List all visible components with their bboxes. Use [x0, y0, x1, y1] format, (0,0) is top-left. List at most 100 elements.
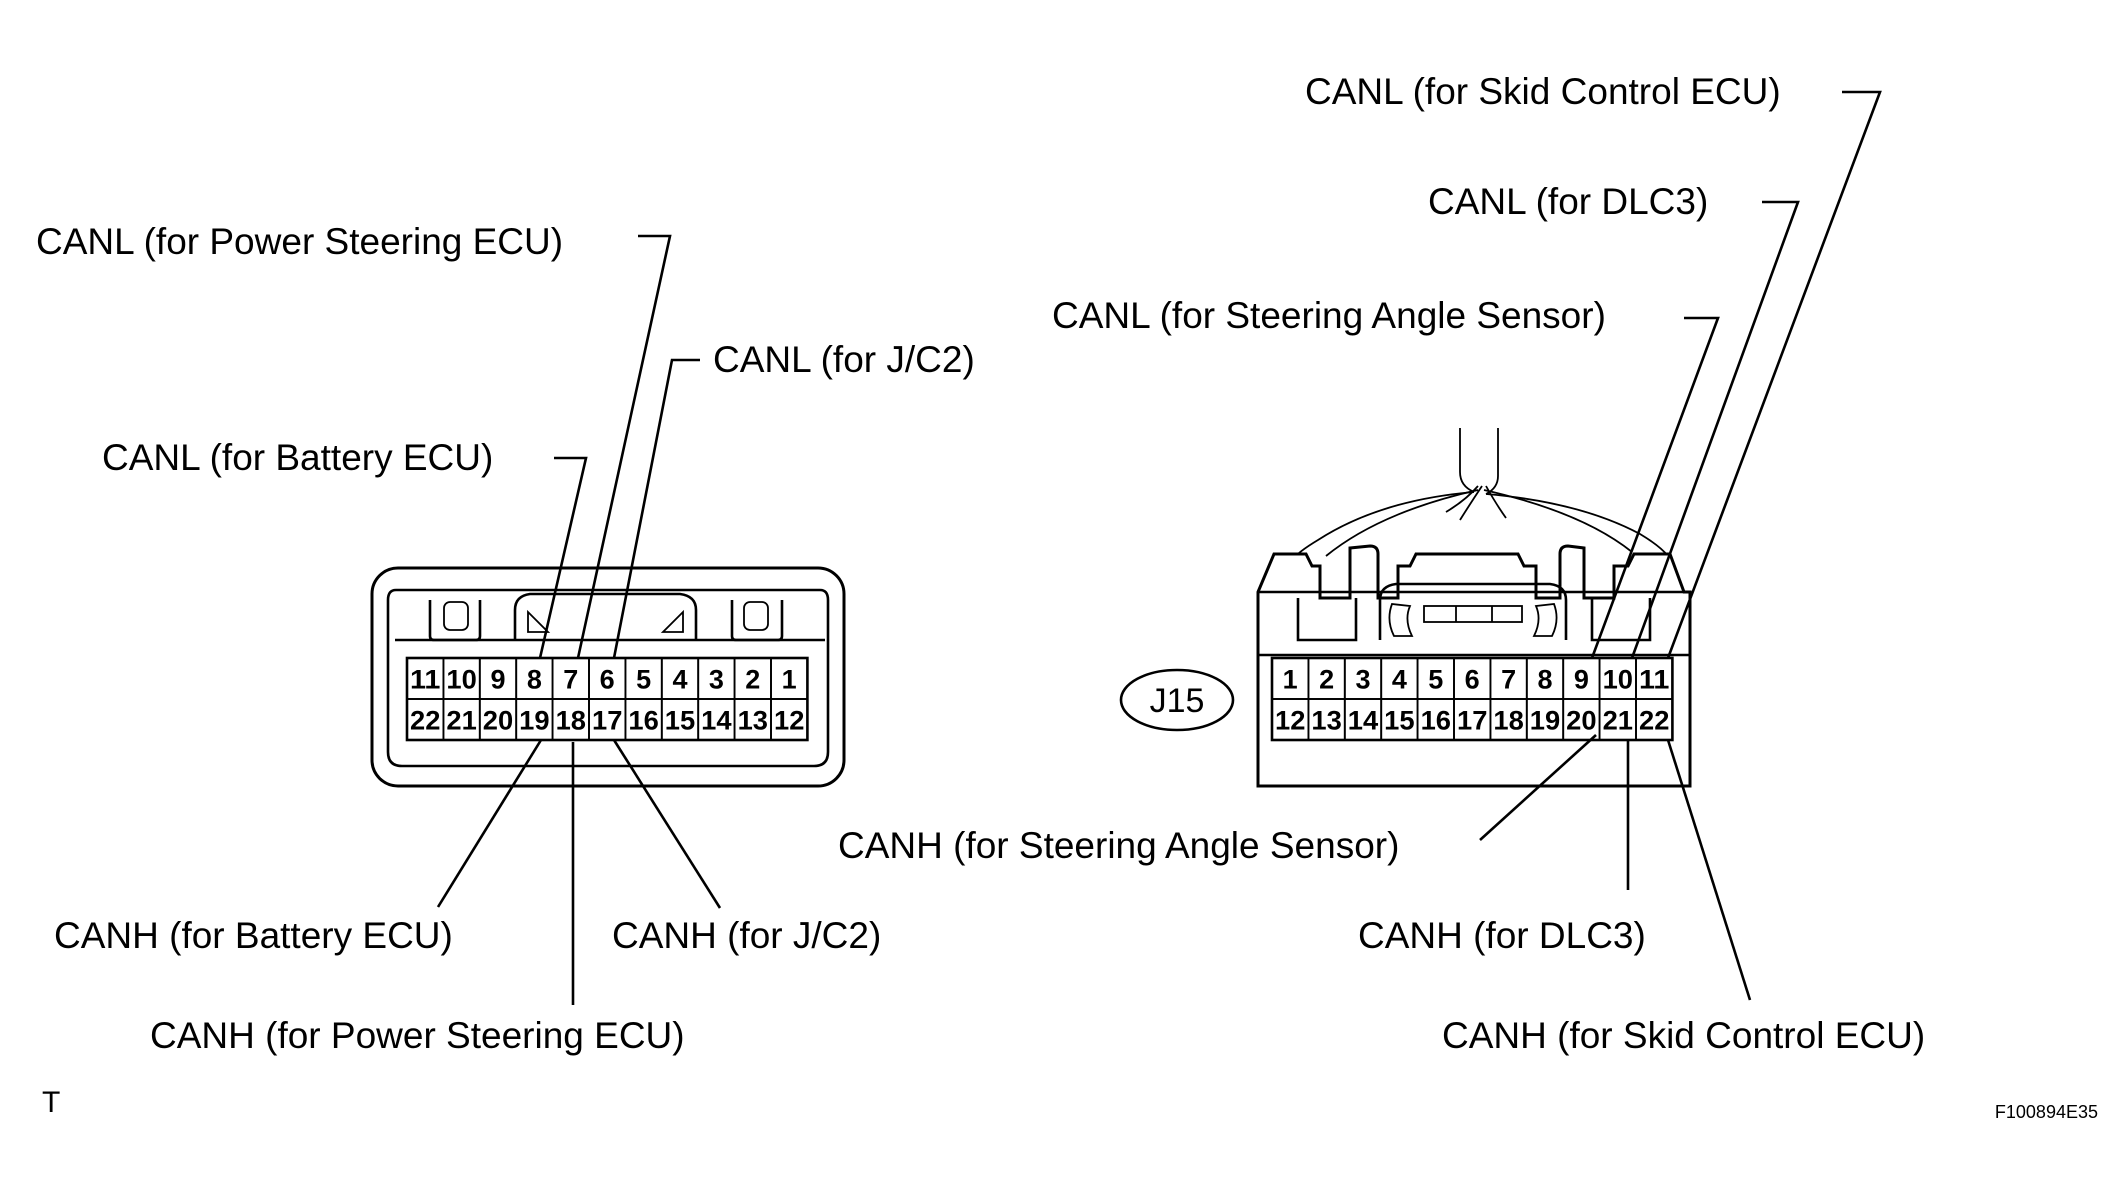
- harness-wire: [1459, 428, 1475, 493]
- right-connector-housing: [1256, 544, 1692, 788]
- left-pin-17: 17: [592, 706, 622, 736]
- right-callouts: CANL (for Skid Control ECU) CANL (for DL…: [838, 71, 1925, 1056]
- left-pin-20: 20: [483, 706, 513, 736]
- left-pin-15: 15: [665, 706, 695, 736]
- right-pin-19: 19: [1530, 706, 1560, 736]
- right-pin-16: 16: [1421, 706, 1451, 736]
- left-pin-9: 9: [490, 665, 505, 695]
- right-pin-20: 20: [1566, 706, 1596, 736]
- left-pin-cell: [770, 698, 809, 741]
- left-pin-19: 19: [519, 706, 549, 736]
- left-key-slot-left: [443, 601, 469, 631]
- right-pin-18: 18: [1493, 706, 1523, 736]
- harness-wire: [1483, 489, 1633, 553]
- right-pin-1: 1: [1283, 665, 1298, 695]
- left-callouts: CANL (for Power Steering ECU) CANL (for …: [36, 221, 975, 1056]
- left-pin-7: 7: [563, 665, 578, 695]
- harness-wire: [1291, 491, 1475, 561]
- leader-canh-skid: [1666, 739, 1752, 1001]
- leader-canl-dlc3: [1630, 200, 1800, 659]
- leader-canl-skid: [1666, 90, 1882, 659]
- left-connector-rim: [386, 588, 830, 768]
- label-canh-battery: CANH (for Battery ECU): [54, 915, 453, 956]
- left-pin-18: 18: [556, 706, 586, 736]
- left-pin-2: 2: [745, 665, 760, 695]
- right-pocket-right: [1590, 598, 1652, 642]
- right-pin-13: 13: [1311, 706, 1341, 736]
- harness-wire: [1445, 485, 1479, 513]
- left-pin-22: 22: [410, 706, 440, 736]
- leader-canl-jc2: [612, 358, 700, 659]
- left-pin-14: 14: [701, 706, 731, 736]
- label-canh-skid: CANH (for Skid Control ECU): [1442, 1015, 1925, 1056]
- label-canh-power-steering: CANH (for Power Steering ECU): [150, 1015, 685, 1056]
- right-latch-tab-right: [1532, 603, 1558, 637]
- label-canl-jc2: CANL (for J/C2): [713, 339, 975, 380]
- label-canl-power-steering: CANL (for Power Steering ECU): [36, 221, 563, 262]
- corner-mark: T: [42, 1086, 60, 1119]
- connector-name-tag: [1119, 668, 1235, 732]
- leader-canl-battery: [538, 456, 588, 659]
- label-canl-skid: CANL (for Skid Control ECU): [1305, 71, 1781, 112]
- label-canl-battery: CANL (for Battery ECU): [102, 437, 493, 478]
- right-pin-5: 5: [1428, 665, 1443, 695]
- left-connector-housing: [370, 566, 846, 788]
- left-latch-tab-right: [660, 609, 684, 633]
- right-pin-4: 4: [1392, 665, 1407, 695]
- right-pin-21: 21: [1603, 706, 1633, 736]
- label-canh-dlc3: CANH (for DLC3): [1358, 915, 1646, 956]
- right-pin-15: 15: [1384, 706, 1414, 736]
- left-pin-8: 8: [527, 665, 542, 695]
- left-pin-4: 4: [672, 665, 687, 695]
- left-pin-12: 12: [774, 706, 804, 736]
- right-pin-17: 17: [1457, 706, 1487, 736]
- left-pin-6: 6: [600, 665, 615, 695]
- right-pin-cell: [1635, 698, 1674, 741]
- left-pin-13: 13: [738, 706, 768, 736]
- label-canl-dlc3: CANL (for DLC3): [1428, 181, 1708, 222]
- right-pin-22: 22: [1639, 706, 1669, 736]
- right-pin-7: 7: [1501, 665, 1516, 695]
- left-pin-21: 21: [446, 706, 476, 736]
- left-pin-1: 1: [782, 665, 797, 695]
- right-pin-2: 2: [1319, 665, 1334, 695]
- label-canh-steering-angle: CANH (for Steering Angle Sensor): [838, 825, 1399, 866]
- leader-canh-jc2: [612, 739, 722, 909]
- right-pin-6: 6: [1465, 665, 1480, 695]
- left-pin-10: 10: [446, 665, 476, 695]
- harness-wire: [1485, 485, 1507, 519]
- left-latch: [513, 592, 698, 640]
- leader-canl-power-steering: [576, 234, 672, 659]
- left-pin-5: 5: [636, 665, 651, 695]
- leader-canl-steering-angle: [1590, 316, 1720, 659]
- harness-wire: [1459, 485, 1483, 521]
- right-pin-14: 14: [1348, 706, 1378, 736]
- left-pin-3: 3: [709, 665, 724, 695]
- left-pin-16: 16: [628, 706, 658, 736]
- harness-wire: [1325, 489, 1479, 557]
- right-pin-3: 3: [1355, 665, 1370, 695]
- right-latch-window: [1423, 605, 1523, 623]
- label-canh-jc2: CANH (for J/C2): [612, 915, 881, 956]
- right-latch-tab-left: [1388, 603, 1414, 637]
- right-pin-10: 10: [1603, 665, 1633, 695]
- left-latch-tab-left: [527, 609, 551, 633]
- right-pin-12: 12: [1275, 706, 1305, 736]
- label-canl-steering-angle: CANL (for Steering Angle Sensor): [1052, 295, 1606, 336]
- harness-wire: [1485, 493, 1669, 557]
- right-pocket-left: [1296, 598, 1358, 642]
- right-latch: [1378, 582, 1568, 640]
- harness-wire: [1485, 428, 1499, 495]
- leader-canh-steering-angle: [1479, 734, 1597, 841]
- leader-canh-battery: [436, 739, 543, 908]
- figure-code: F100894E35: [1995, 1102, 2098, 1122]
- connector-name: J15: [1150, 682, 1205, 720]
- right-pin-11: 11: [1639, 665, 1669, 695]
- left-key-slot-right: [743, 601, 769, 631]
- left-pin-11: 11: [410, 665, 440, 695]
